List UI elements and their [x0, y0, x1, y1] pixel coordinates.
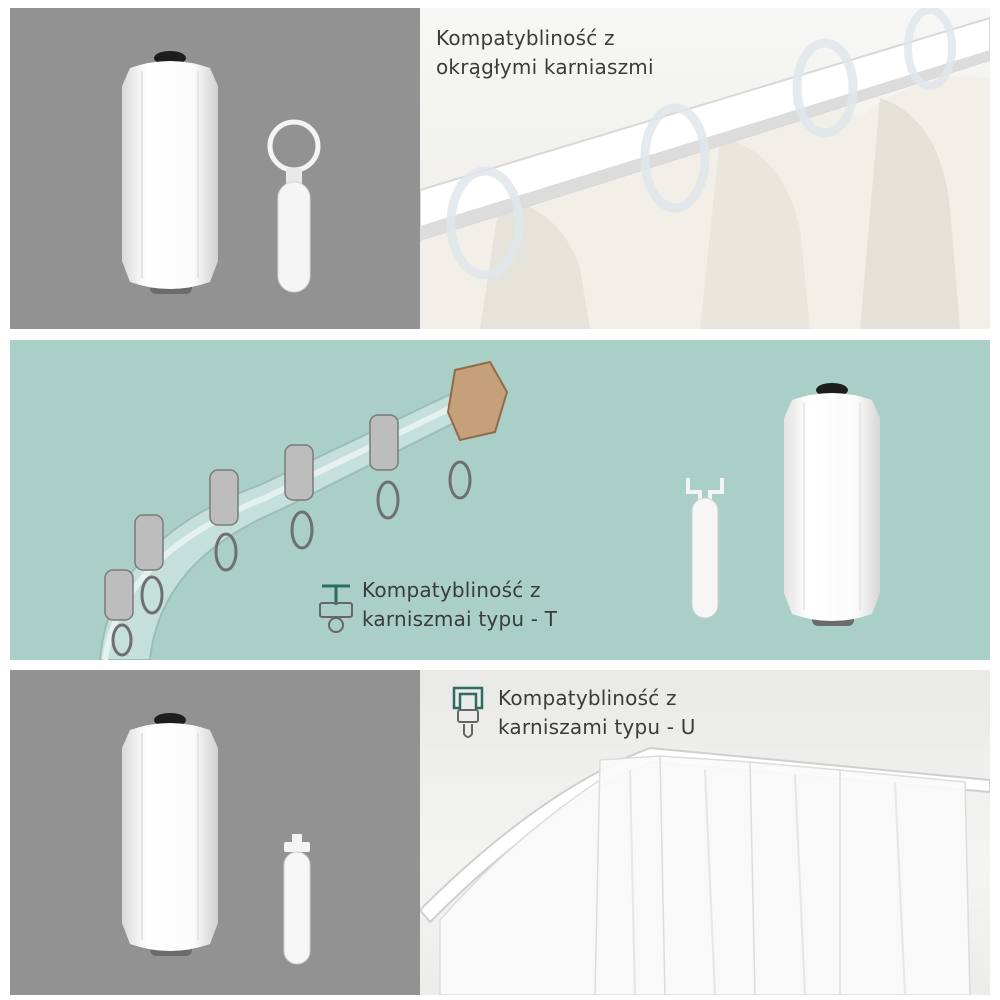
caption-t-track: Kompatybliność z karniszmai typu - T — [362, 576, 557, 634]
round-rod-illustration — [420, 8, 990, 329]
curved-t-track-illustration — [98, 360, 509, 660]
caption-line-2: okrągłymi karniaszmi — [436, 55, 654, 79]
caption-u-track: Kompatybliność z karniszami typu - U — [498, 684, 696, 742]
u-track-illustration — [420, 746, 990, 995]
panel-t-track: Kompatybliność z karniszmai typu - T — [10, 340, 990, 660]
caption-round-rod: Kompatybliność z okrągłymi karniaszmi — [436, 24, 654, 82]
panel-u-track: Kompatybliność z karniszami typu - U — [10, 670, 990, 995]
curtain-motor-device — [122, 713, 218, 956]
caption-line-1: Kompatybliność z — [498, 686, 677, 710]
t-hook-accessory — [686, 478, 724, 619]
panel-round-rod: Kompatybliność z okrągłymi karniaszmi — [10, 8, 990, 329]
curtain-motor-device — [784, 383, 880, 626]
t-track-icon — [319, 584, 353, 633]
caption-line-2: karniszami typu - U — [498, 715, 696, 739]
ring-hook-accessory — [267, 119, 321, 293]
curtain-motor-device — [122, 51, 218, 294]
u-track-icon — [452, 686, 484, 738]
u-glider-accessory — [283, 834, 311, 965]
round-rod-photo: Kompatybliność z okrągłymi karniaszmi — [420, 8, 990, 329]
u-track-photo: Kompatybliność z karniszami typu - U — [420, 670, 990, 995]
caption-line-2: karniszmai typu - T — [362, 607, 558, 631]
caption-line-1: Kompatybliność z — [436, 26, 615, 50]
caption-line-1: Kompatybliność z — [362, 578, 541, 602]
